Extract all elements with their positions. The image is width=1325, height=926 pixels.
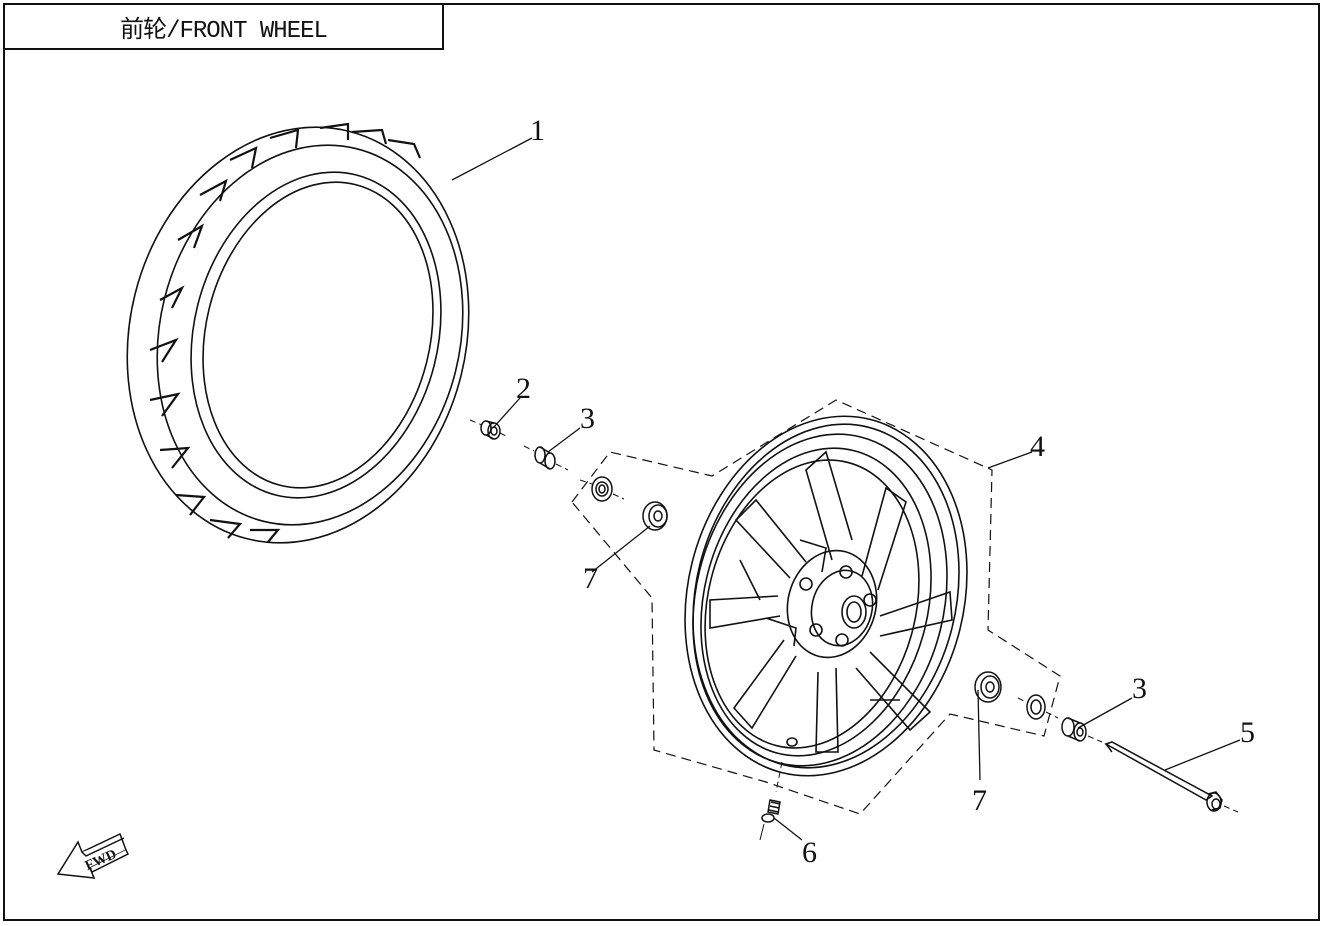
diagram-title: 前轮/FRONT WHEEL	[3, 3, 444, 50]
drawing-frame	[3, 3, 1320, 921]
callout-axle: 5	[1240, 716, 1255, 749]
oil-seal-left	[579, 476, 625, 502]
fwd-arrow-icon	[56, 832, 130, 879]
valve-hole	[786, 737, 798, 747]
callout-labels: 1 2 3 7 4 7 3 5 6	[516, 114, 1255, 869]
tire	[126, 122, 470, 544]
callout-wheel-assembly: 4	[1030, 430, 1045, 463]
axle	[1104, 741, 1239, 813]
callout-bearing-right: 7	[972, 784, 987, 817]
tire-tread-pattern	[149, 122, 422, 543]
bearing-left	[642, 501, 668, 531]
leader-lines	[451, 137, 1241, 841]
wheel-rim	[684, 415, 968, 777]
callout-bearing-left: 7	[583, 562, 598, 595]
wheel-spokes	[709, 450, 953, 753]
oil-seal-right	[1017, 694, 1059, 720]
wheel-assembly-boundary	[571, 399, 1061, 815]
callout-spacer-left: 2	[516, 372, 531, 405]
spacer-left	[469, 419, 509, 440]
collar-right	[1061, 717, 1103, 743]
callout-collar-left: 3	[580, 402, 595, 435]
collar-left	[523, 445, 569, 471]
callout-collar-right: 3	[1132, 672, 1147, 705]
valve	[759, 761, 783, 841]
callout-valve: 6	[802, 836, 817, 869]
bearing-right	[974, 671, 1002, 703]
callout-tire: 1	[530, 114, 545, 147]
wheel-hub	[765, 539, 878, 659]
